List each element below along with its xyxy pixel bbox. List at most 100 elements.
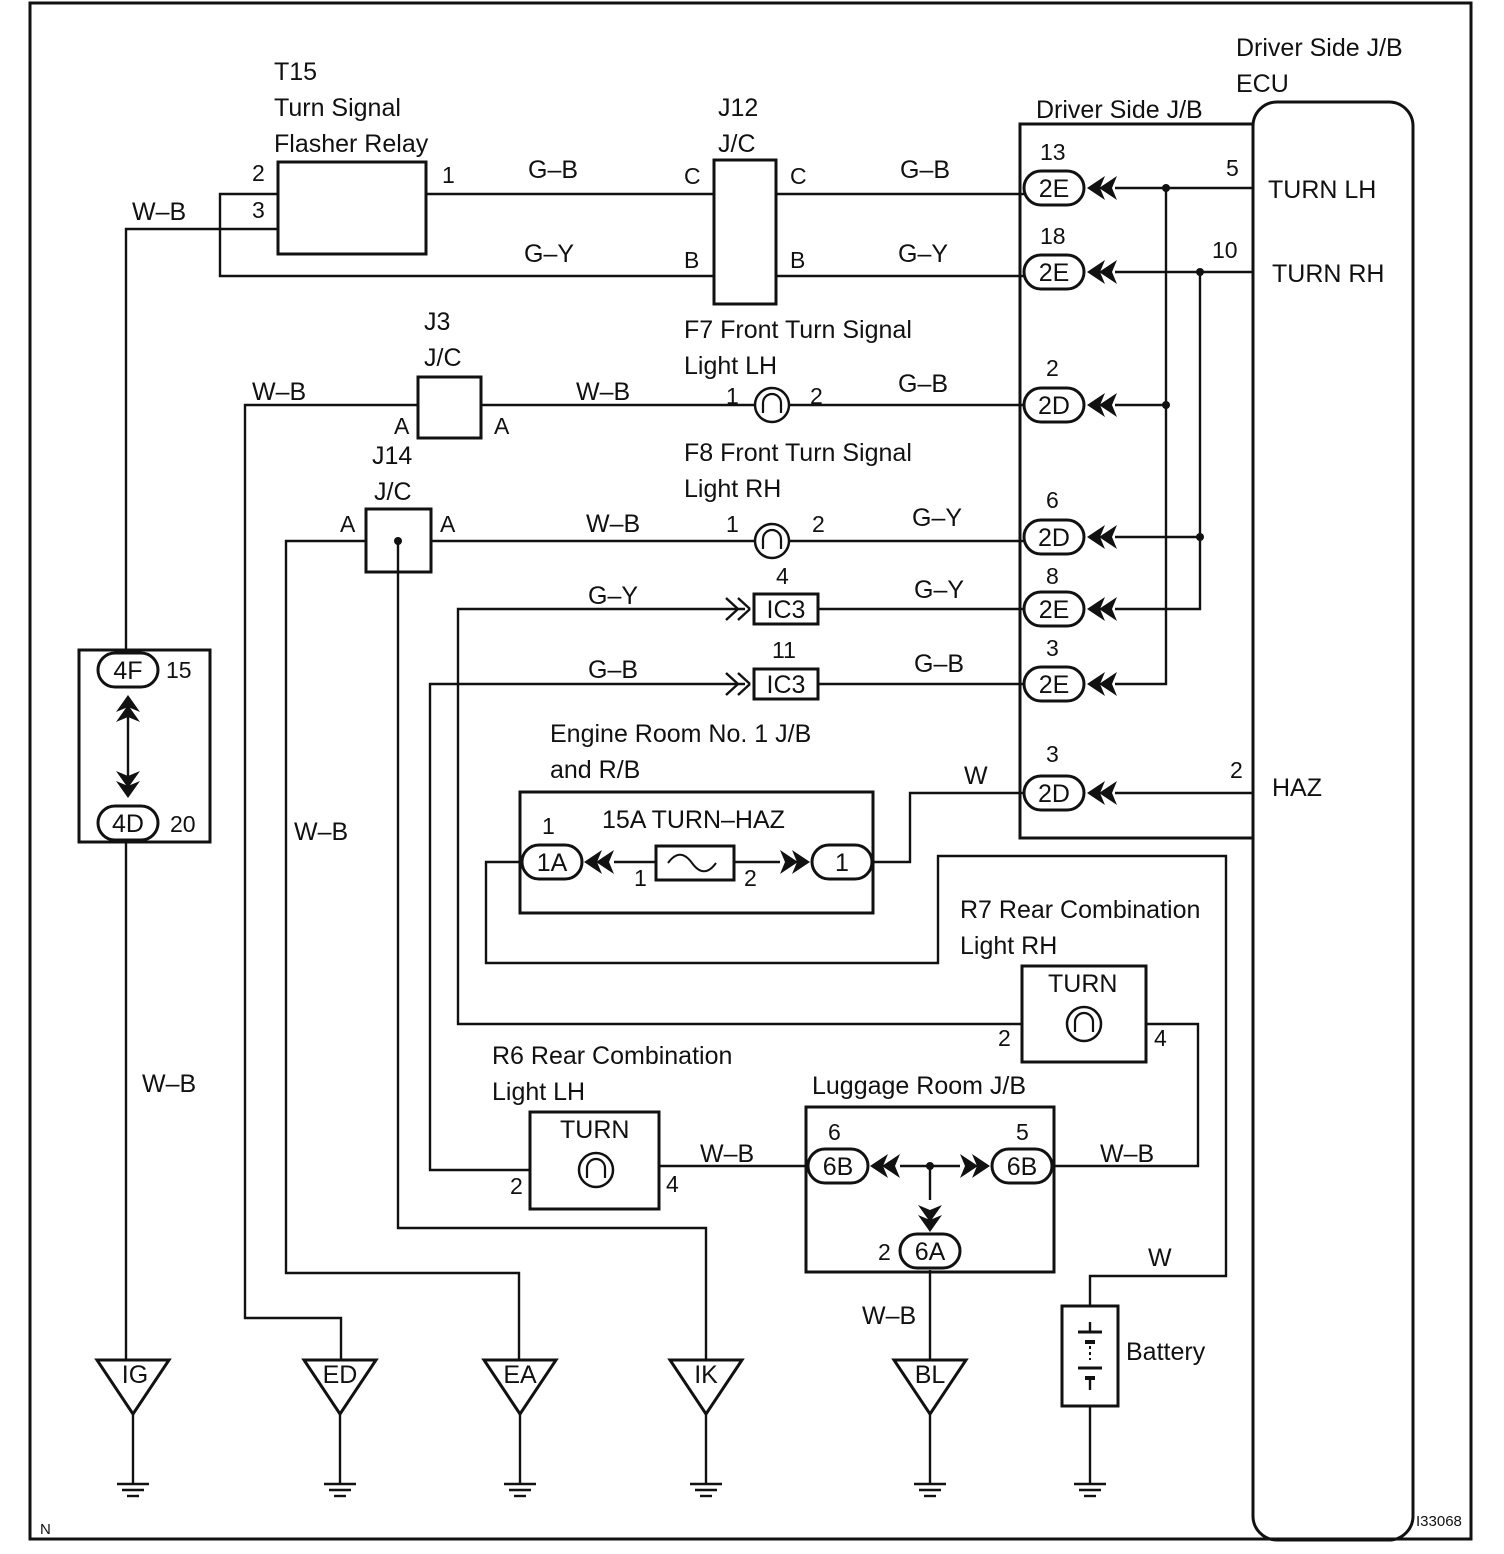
svg-text:4F: 4F (113, 657, 142, 685)
svg-text:TURN: TURN (560, 1116, 629, 1144)
ecu-pin-2: 2 (1230, 757, 1243, 783)
svg-text:6: 6 (1046, 487, 1059, 513)
battery: Battery (1060, 1304, 1206, 1498)
svg-text:1A: 1A (537, 849, 568, 877)
svg-text:Engine Room No. 1 J/B: Engine Room No. 1 J/B (550, 720, 811, 748)
svg-text:A: A (440, 511, 456, 537)
battery-ground-icon (1072, 1468, 1108, 1498)
svg-text:J12: J12 (718, 94, 758, 122)
ecu-pin-5: 5 (1226, 155, 1239, 181)
svg-text:EA: EA (503, 1361, 537, 1389)
fuse-icon (654, 844, 736, 882)
svg-text:IK: IK (694, 1361, 718, 1389)
svg-text:W–B: W–B (1100, 1140, 1154, 1168)
rear-combination-rh-r7: R7 Rear Combination Light RH TURN 2 4 (960, 896, 1200, 1064)
svg-text:A: A (494, 413, 510, 439)
svg-text:1: 1 (726, 383, 739, 409)
ground-ik: IK (667, 1358, 745, 1498)
jb-connector-13: 2E 13 (1022, 139, 1117, 207)
ecu-haz: HAZ (1272, 774, 1322, 802)
svg-text:C: C (790, 163, 807, 189)
svg-text:G–B: G–B (900, 156, 950, 184)
svg-text:2: 2 (744, 865, 757, 891)
svg-text:A: A (394, 413, 410, 439)
svg-text:G–Y: G–Y (588, 582, 638, 610)
corner-mark: N (40, 1521, 51, 1538)
jb-connector-18: 2E 18 (1022, 223, 1117, 291)
svg-text:J/C: J/C (424, 344, 462, 372)
svg-text:8: 8 (1046, 563, 1059, 589)
svg-text:G–Y: G–Y (524, 240, 574, 268)
svg-text:G–B: G–B (588, 656, 638, 684)
svg-text:TURN: TURN (1048, 970, 1117, 998)
svg-text:2: 2 (998, 1025, 1011, 1051)
svg-text:1: 1 (835, 849, 849, 877)
svg-text:3: 3 (1046, 635, 1059, 661)
svg-text:G–Y: G–Y (914, 576, 964, 604)
svg-text:11: 11 (772, 637, 796, 663)
svg-text:2: 2 (1046, 355, 1059, 381)
driver-side-jb: Driver Side J/B ECU Driver Side J/B TURN… (1018, 34, 1415, 1542)
svg-text:F8 Front Turn Signal: F8 Front Turn Signal (684, 439, 912, 467)
svg-text:W–B: W–B (576, 378, 630, 406)
r7-bulb-icon (1065, 1005, 1103, 1043)
svg-text:IC3: IC3 (767, 671, 806, 699)
svg-text:2E: 2E (1039, 671, 1070, 699)
svg-text:Light RH: Light RH (960, 932, 1057, 960)
jb-connector-2: 2D 2 (1022, 355, 1117, 424)
svg-text:6B: 6B (1007, 1153, 1038, 1181)
svg-text:Flasher Relay: Flasher Relay (274, 130, 429, 158)
main-wiring (124, 192, 1228, 1360)
svg-text:R6 Rear Combination: R6 Rear Combination (492, 1042, 732, 1070)
svg-text:G–B: G–B (528, 156, 578, 184)
svg-text:2E: 2E (1039, 596, 1070, 624)
svg-text:1: 1 (542, 813, 555, 839)
ground-ed: ED (301, 1358, 379, 1498)
svg-text:2E: 2E (1039, 259, 1070, 287)
ecu-pin-10: 10 (1212, 237, 1238, 263)
svg-text:W–B: W–B (586, 510, 640, 538)
svg-text:F7 Front Turn Signal: F7 Front Turn Signal (684, 316, 912, 344)
svg-text:18: 18 (1040, 223, 1066, 249)
svg-text:B: B (684, 247, 699, 273)
ground-ik-icon (688, 1468, 724, 1498)
svg-text:J14: J14 (372, 442, 412, 470)
svg-text:IG: IG (122, 1361, 148, 1389)
svg-text:6A: 6A (915, 1238, 946, 1266)
svg-text:20: 20 (170, 811, 196, 837)
ecu-box (1251, 100, 1415, 1542)
jb-box (1018, 122, 1255, 840)
svg-text:6: 6 (828, 1119, 841, 1145)
junction-j12: J12 J/C C C B B (684, 94, 807, 306)
svg-text:Turn Signal: Turn Signal (274, 94, 401, 122)
svg-text:13: 13 (1040, 139, 1066, 165)
svg-text:W–B: W–B (862, 1302, 916, 1330)
svg-text:3: 3 (1046, 741, 1059, 767)
ic3-connector-11: IC3 11 (724, 637, 820, 701)
svg-text:Light LH: Light LH (684, 352, 777, 380)
svg-text:Light LH: Light LH (492, 1078, 585, 1106)
svg-text:3: 3 (252, 197, 265, 223)
svg-text:ED: ED (323, 1361, 358, 1389)
outer-frame (28, 1, 1473, 1541)
svg-text:W: W (964, 762, 988, 790)
svg-text:2: 2 (510, 1173, 523, 1199)
f8-bulb-icon (753, 522, 791, 560)
svg-text:5: 5 (1016, 1119, 1029, 1145)
ecu-subtitle: ECU (1236, 70, 1289, 98)
jb-connector-3e: 2E 3 (1022, 635, 1117, 703)
ecu-title: Driver Side J/B (1236, 34, 1403, 62)
svg-text:1: 1 (634, 865, 647, 891)
svg-text:J/C: J/C (718, 130, 756, 158)
svg-text:W–B: W–B (294, 818, 348, 846)
svg-text:4: 4 (666, 1171, 679, 1197)
fuse-label: 15A TURN–HAZ (602, 806, 785, 834)
svg-text:Light RH: Light RH (684, 475, 781, 503)
svg-text:IC3: IC3 (767, 596, 806, 624)
svg-text:W–B: W–B (700, 1140, 754, 1168)
svg-text:W–B: W–B (252, 378, 306, 406)
svg-text:and R/B: and R/B (550, 756, 640, 784)
svg-text:2: 2 (812, 511, 825, 537)
ground-ea: EA (481, 1358, 559, 1498)
junction-j3: J3 J/C A A (394, 308, 510, 440)
